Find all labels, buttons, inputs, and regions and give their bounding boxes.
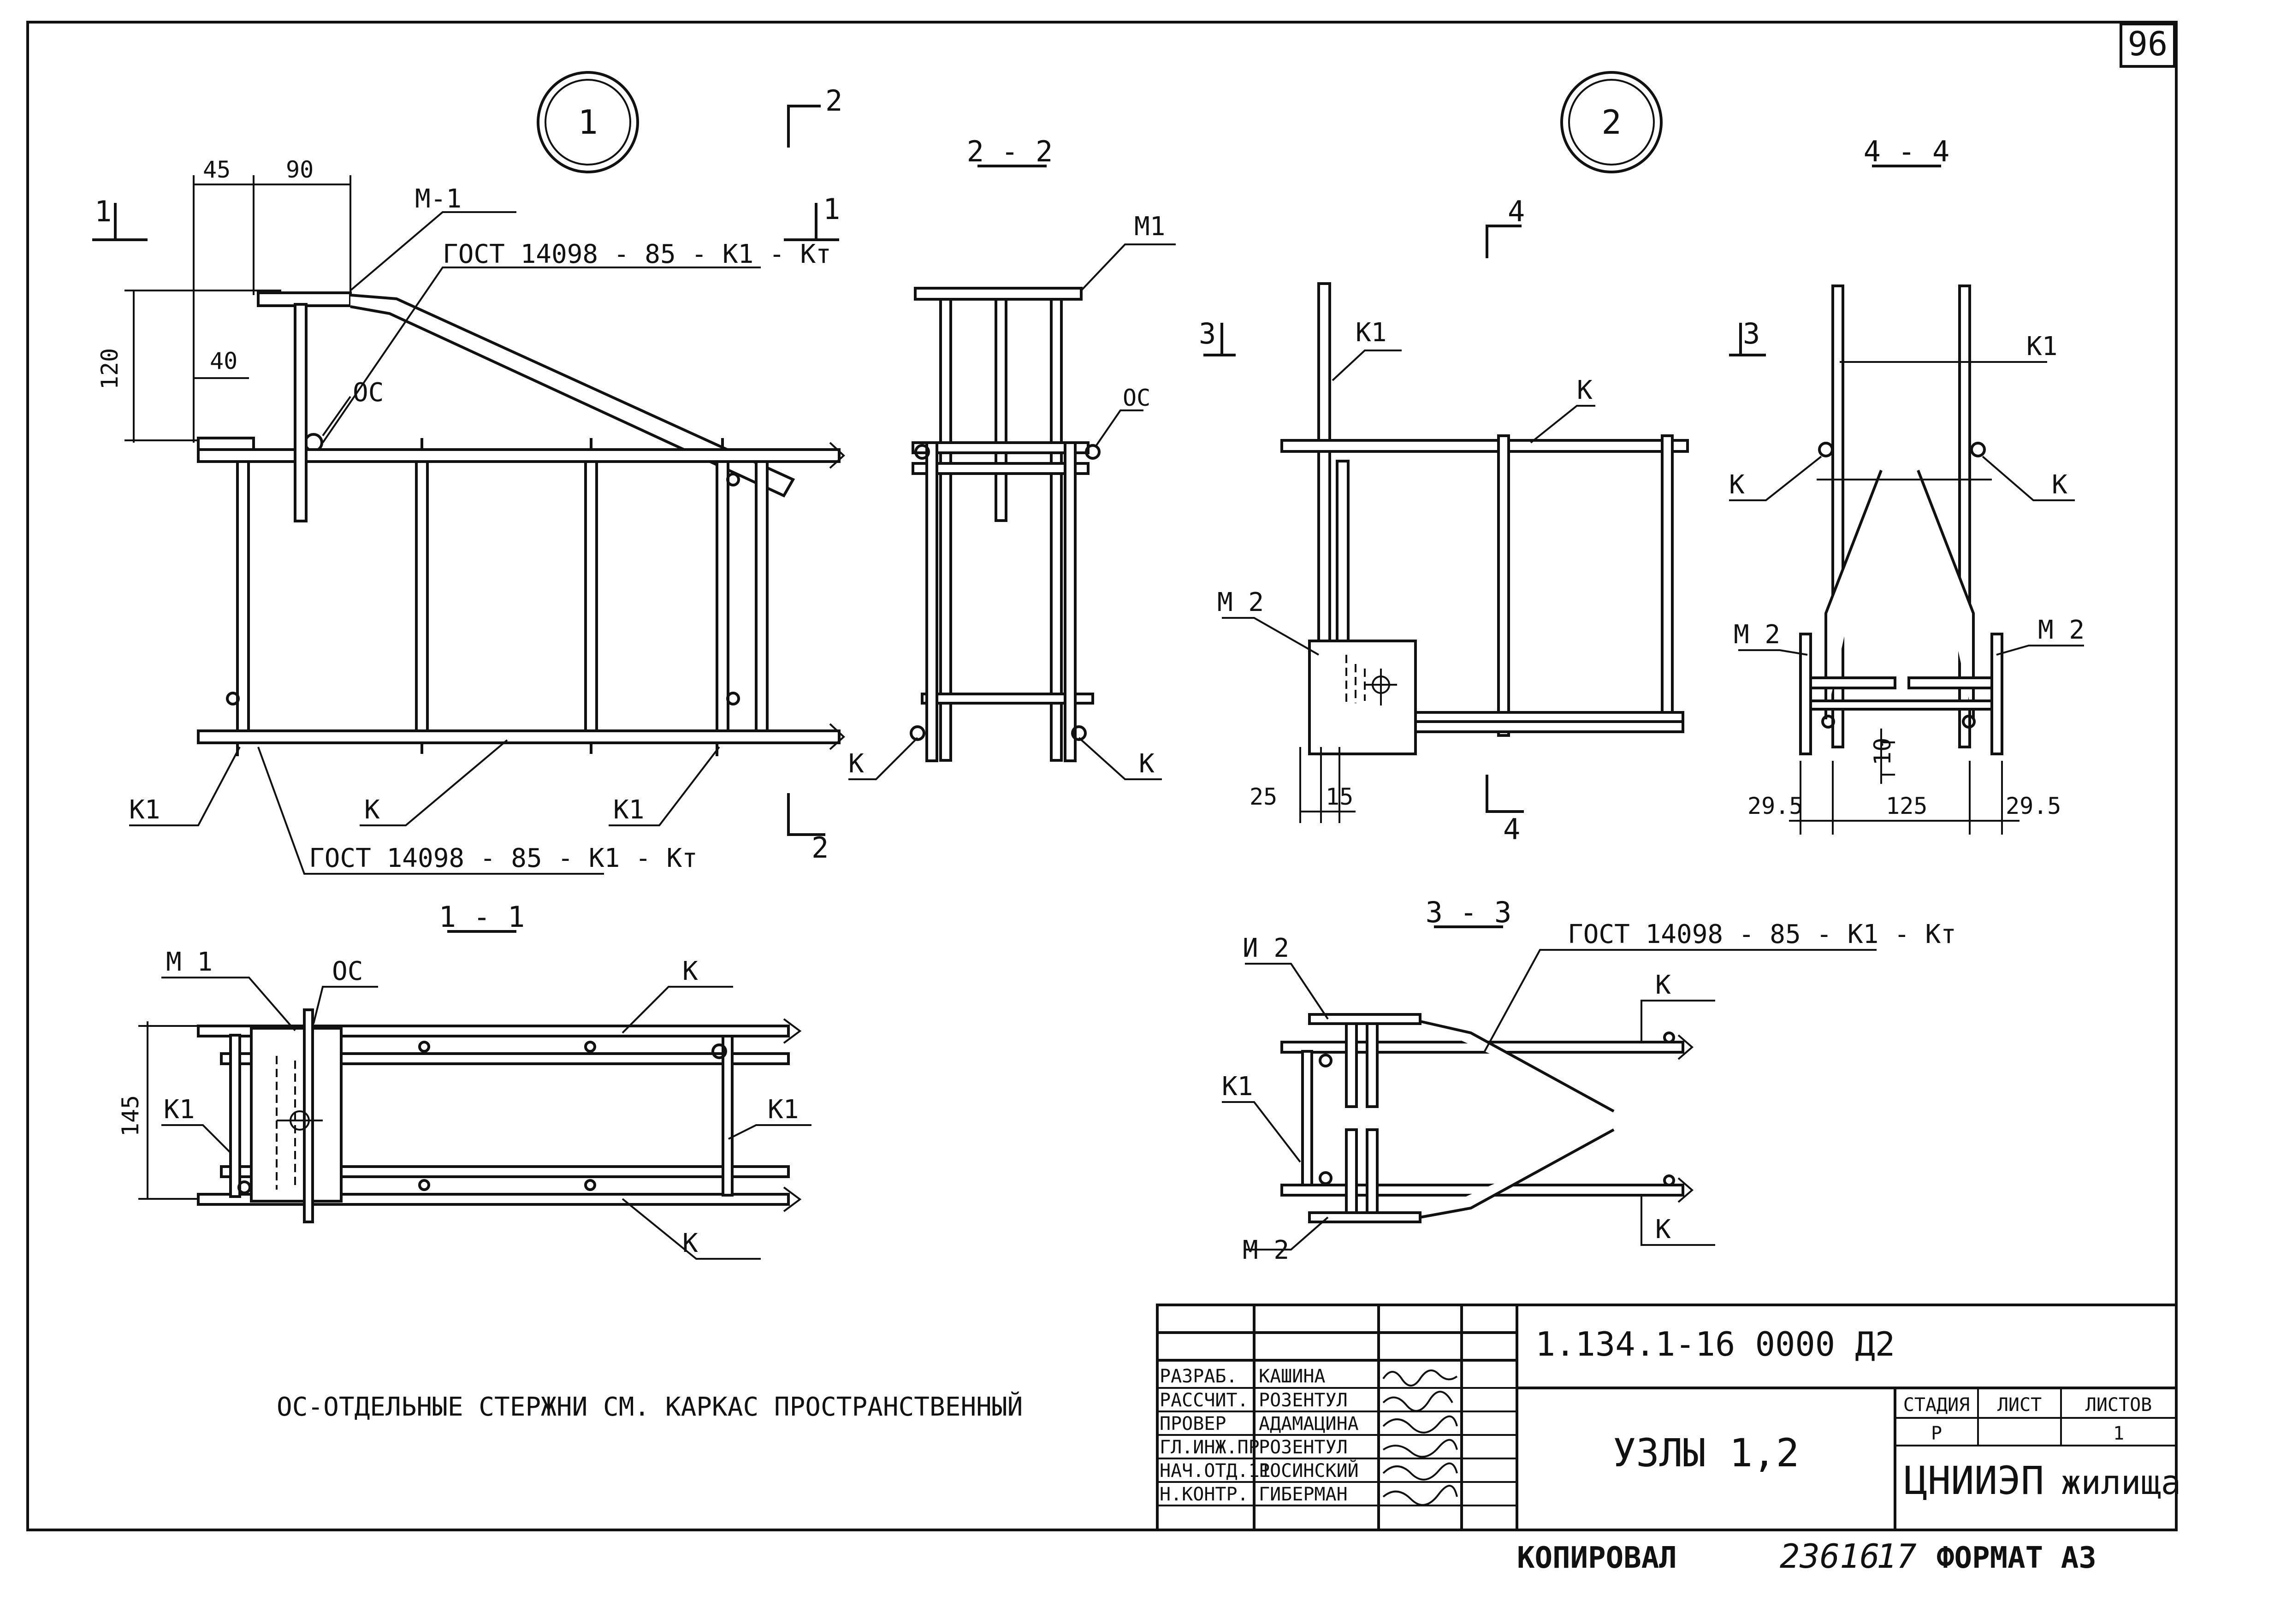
svg-text:К1: К1 — [1222, 1072, 1253, 1102]
svg-text:К: К — [682, 1228, 698, 1258]
svg-text:25: 25 — [1250, 783, 1277, 810]
svg-text:К1: К1 — [613, 795, 644, 825]
node-1-number: 1 — [578, 103, 598, 142]
svg-text:29.5: 29.5 — [1747, 793, 1803, 819]
svg-text:120: 120 — [96, 348, 123, 390]
page-number: 96 — [2128, 24, 2168, 63]
svg-text:1: 1 — [2113, 1423, 2124, 1444]
footer-num: 17 — [1877, 1537, 1917, 1576]
svg-text:К: К — [1655, 1215, 1671, 1245]
section-1-1: 1 - 1 145 М 1 ОС К К1 К1 К — [117, 900, 811, 1260]
doc-code: 1.134.1-16 0000 Д2 — [1535, 1325, 1895, 1363]
sheet-frame: 96 — [26, 21, 2178, 1531]
svg-text:ОС: ОС — [1123, 385, 1150, 411]
signatures — [1382, 1369, 1458, 1506]
svg-text:М 2: М 2 — [2038, 615, 2085, 645]
footer: КОПИРОВАЛ 23616 17 ФОРМАТ А3 — [1517, 1537, 2097, 1576]
svg-text:К: К — [1577, 375, 1593, 405]
svg-text:ГОСТ 14098 - 85 - К1 - Кт: ГОСТ 14098 - 85 - К1 - Кт — [309, 843, 698, 873]
node-2-number: 2 — [1601, 103, 1621, 142]
copied-label: КОПИРОВАЛ — [1517, 1541, 1677, 1575]
svg-text:РАЗРАБ.: РАЗРАБ. — [1160, 1366, 1238, 1387]
section-1-1-title: 1 - 1 — [439, 900, 525, 934]
svg-text:АДАМАЦИНА: АДАМАЦИНА — [1259, 1413, 1359, 1434]
svg-text:К1: К1 — [1356, 318, 1386, 348]
svg-text:К: К — [682, 956, 698, 986]
svg-text:КАШИНА: КАШИНА — [1259, 1366, 1326, 1387]
svg-text:90: 90 — [286, 156, 314, 183]
svg-text:15: 15 — [1326, 783, 1353, 810]
node-2-elevation: 2 4 3 3 К1 К М 2 25 15 4 — [1199, 71, 1766, 846]
node-1-elevation: 1 2 1 1 45 90 120 40 М-1 ГОСТ 14098 - 85… — [92, 71, 845, 875]
svg-text:К1: К1 — [164, 1095, 195, 1125]
svg-text:29.5: 29.5 — [2006, 793, 2061, 819]
svg-text:РОЗЕНТУЛ: РОЗЕНТУЛ — [1259, 1390, 1348, 1411]
svg-text:К1: К1 — [129, 795, 160, 825]
svg-text:3: 3 — [1743, 317, 1760, 350]
svg-text:М 1: М 1 — [166, 947, 213, 977]
svg-text:ЛИСТ: ЛИСТ — [1997, 1394, 2042, 1416]
svg-text:М 2: М 2 — [1243, 1235, 1289, 1265]
svg-text:К: К — [1729, 470, 1745, 500]
svg-text:СТАДИЯ: СТАДИЯ — [1903, 1394, 1970, 1416]
section-2-2: 2 - 2 М1 ОС К К — [848, 135, 1176, 780]
svg-text:РОЗЕНТУЛ: РОЗЕНТУЛ — [1259, 1437, 1348, 1458]
node-1-circle — [537, 71, 639, 173]
section-3-3: 3 - 3 И 2 К1 М 2 ГОСТ 14098 - 85 - К1 - … — [1222, 895, 1956, 1265]
svg-text:Р: Р — [1931, 1423, 1942, 1444]
svg-text:РОСИНСКИЙ: РОСИНСКИЙ — [1259, 1459, 1359, 1482]
format-label: ФОРМАТ А3 — [1937, 1541, 2097, 1575]
svg-text:40: 40 — [210, 348, 237, 374]
svg-text:М 2: М 2 — [1217, 587, 1264, 617]
svg-text:1: 1 — [823, 192, 840, 226]
svg-text:45: 45 — [203, 156, 231, 183]
section-4-4-title: 4 - 4 — [1864, 135, 1950, 168]
svg-text:4: 4 — [1503, 812, 1520, 846]
svg-text:РАССЧИТ.: РАССЧИТ. — [1160, 1390, 1249, 1411]
svg-text:К: К — [848, 749, 864, 779]
org-name: ЦНИИЭП — [1904, 1458, 2044, 1503]
svg-text:ГЛ.ИНЖ.ПР: ГЛ.ИНЖ.ПР — [1160, 1437, 1260, 1458]
svg-text:М-1: М-1 — [415, 184, 462, 214]
svg-text:Н.КОНТР.: Н.КОНТР. — [1160, 1484, 1249, 1505]
svg-text:М1: М1 — [1134, 212, 1165, 242]
svg-text:ГИБЕРМАН: ГИБЕРМАН — [1259, 1484, 1348, 1505]
svg-text:К1: К1 — [768, 1095, 799, 1125]
order-number: 23616 — [1780, 1537, 1880, 1576]
section-3-3-title: 3 - 3 — [1426, 895, 1512, 929]
svg-text:ОС: ОС — [353, 378, 384, 408]
svg-text:2: 2 — [811, 831, 829, 865]
svg-text:ЛИСТОВ: ЛИСТОВ — [2085, 1394, 2152, 1416]
section-2-2-title: 2 - 2 — [967, 135, 1053, 168]
svg-text:10: 10 — [1869, 738, 1896, 765]
svg-text:ГОСТ 14098 - 85 - К1 - Кт: ГОСТ 14098 - 85 - К1 - Кт — [443, 239, 831, 269]
svg-text:НАЧ.ОТД.11: НАЧ.ОТД.11 — [1160, 1460, 1271, 1482]
node-2-circle — [1560, 71, 1663, 173]
svg-text:2: 2 — [825, 84, 842, 118]
svg-text:жилища: жилища — [2061, 1463, 2181, 1502]
svg-text:К: К — [1655, 970, 1671, 1000]
title-block: 1.134.1-16 0000 Д2 УЗЛЫ 1,2 СТАДИЯ ЛИСТ … — [1156, 1304, 2181, 1531]
section-4-4: 4 - 4 К1 К К М 2 М 2 10 29.5 125 29.5 — [1729, 135, 2085, 835]
svg-text:4: 4 — [1508, 195, 1525, 228]
svg-text:К: К — [364, 795, 380, 825]
note-text: ОС-ОТДЕЛЬНЫЕ СТЕРЖНИ СМ. КАРКАС ПРОСТРАН… — [277, 1392, 1023, 1422]
svg-text:ГОСТ 14098 - 85 - К1 - Кт: ГОСТ 14098 - 85 - К1 - Кт — [1568, 919, 1956, 949]
svg-text:145: 145 — [117, 1095, 144, 1137]
svg-text:К: К — [2052, 470, 2067, 500]
svg-text:К1: К1 — [2026, 332, 2057, 362]
svg-text:3: 3 — [1199, 317, 1216, 350]
svg-text:1: 1 — [95, 195, 112, 228]
svg-text:К: К — [1139, 749, 1155, 779]
svg-text:ПРОВЕР: ПРОВЕР — [1160, 1413, 1226, 1434]
svg-text:125: 125 — [1886, 793, 1927, 819]
svg-text:М 2: М 2 — [1734, 620, 1780, 650]
svg-text:И 2: И 2 — [1243, 933, 1289, 963]
sheet-title: УЗЛЫ 1,2 — [1613, 1430, 1800, 1476]
svg-text:ОС: ОС — [332, 956, 363, 986]
